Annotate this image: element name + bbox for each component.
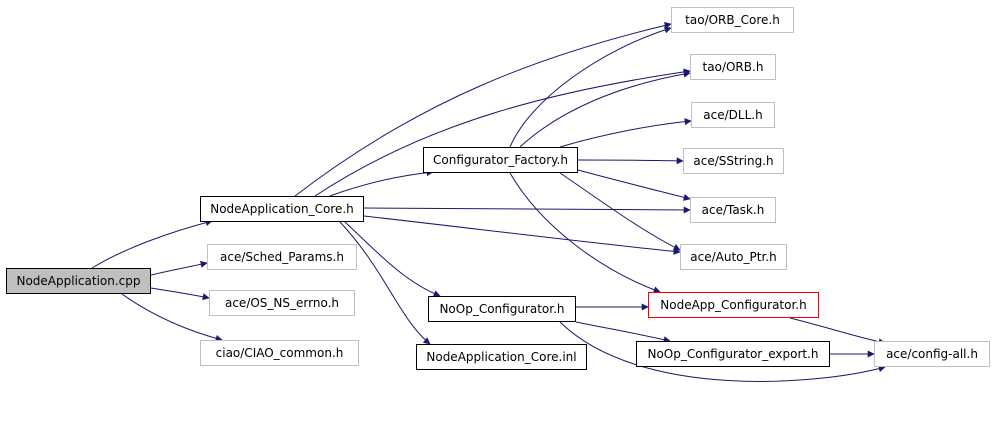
node-dll[interactable]: ace/DLL.h (691, 102, 775, 128)
node-ciao-common[interactable]: ciao/CIAO_common.h (200, 340, 359, 366)
edge-nodeapplication_cpp-to-ciao_common (121, 293, 223, 342)
edge-noop_configurator-to-noop_configurator_export (575, 321, 671, 344)
node-sched-params[interactable]: ace/Sched_Params.h (207, 244, 357, 270)
node-os-ns-errno[interactable]: ace/OS_NS_errno.h (209, 290, 355, 316)
node-noop-configurator-export[interactable]: NoOp_Configurator_export.h (636, 341, 830, 367)
edge-nodeapplication_core_h-to-nodeapplication_core_inl (339, 221, 431, 345)
node-auto-ptr[interactable]: ace/Auto_Ptr.h (680, 244, 787, 270)
node-nodeapplication-core-inl[interactable]: NodeApplication_Core.inl (416, 344, 587, 370)
edge-nodeapp_configurator-to-config_all (789, 317, 886, 346)
node-nodeapplication-cpp[interactable]: NodeApplication.cpp (6, 268, 151, 294)
node-noop-configurator[interactable]: NoOp_Configurator.h (428, 296, 576, 322)
edge-configurator_factory-to-orb_core (509, 26, 672, 148)
edge-nodeapplication_core_h-to-noop_configurator (344, 221, 441, 297)
edge-nodeapplication_core_h-to-task (363, 206, 691, 214)
node-configurator-factory[interactable]: Configurator_Factory.h (423, 147, 578, 173)
edge-nodeapplication_core_h-to-configurator_factory (329, 169, 434, 197)
node-orb[interactable]: tao/ORB.h (690, 54, 776, 80)
node-task[interactable]: ace/Task.h (690, 197, 776, 223)
edge-nodeapplication_cpp-to-nodeapplication_core_h (91, 219, 213, 269)
edge-configurator_factory-to-dll (559, 118, 692, 148)
edge-nodeapplication_cpp-to-sched_params (150, 260, 208, 276)
node-nodeapp-configurator[interactable]: NodeApp_Configurator.h (648, 292, 819, 318)
node-sstring[interactable]: ace/SString.h (683, 148, 784, 174)
edge-configurator_factory-to-nodeapp_configurator (509, 172, 661, 294)
edge-nodeapplication_core_h-to-auto_ptr (363, 215, 681, 255)
edge-nodeapplication_core_h-to-orb (314, 68, 691, 197)
edge-nodeapplication_cpp-to-os_ns_errno (150, 287, 210, 301)
edge-noop_configurator-to-config_all (559, 321, 886, 382)
edge-configurator_factory-to-orb (519, 70, 691, 148)
edge-configurator_factory-to-auto_ptr (559, 172, 681, 251)
edge-nodeapplication_core_h-to-orb_core (294, 22, 672, 197)
node-config-all[interactable]: ace/config-all.h (874, 341, 990, 367)
node-nodeapplication-core-h[interactable]: NodeApplication_Core.h (200, 196, 364, 222)
edge-configurator_factory-to-sstring (577, 157, 684, 165)
node-orb-core[interactable]: tao/ORB_Core.h (671, 7, 794, 33)
edge-configurator_factory-to-task (577, 169, 691, 201)
